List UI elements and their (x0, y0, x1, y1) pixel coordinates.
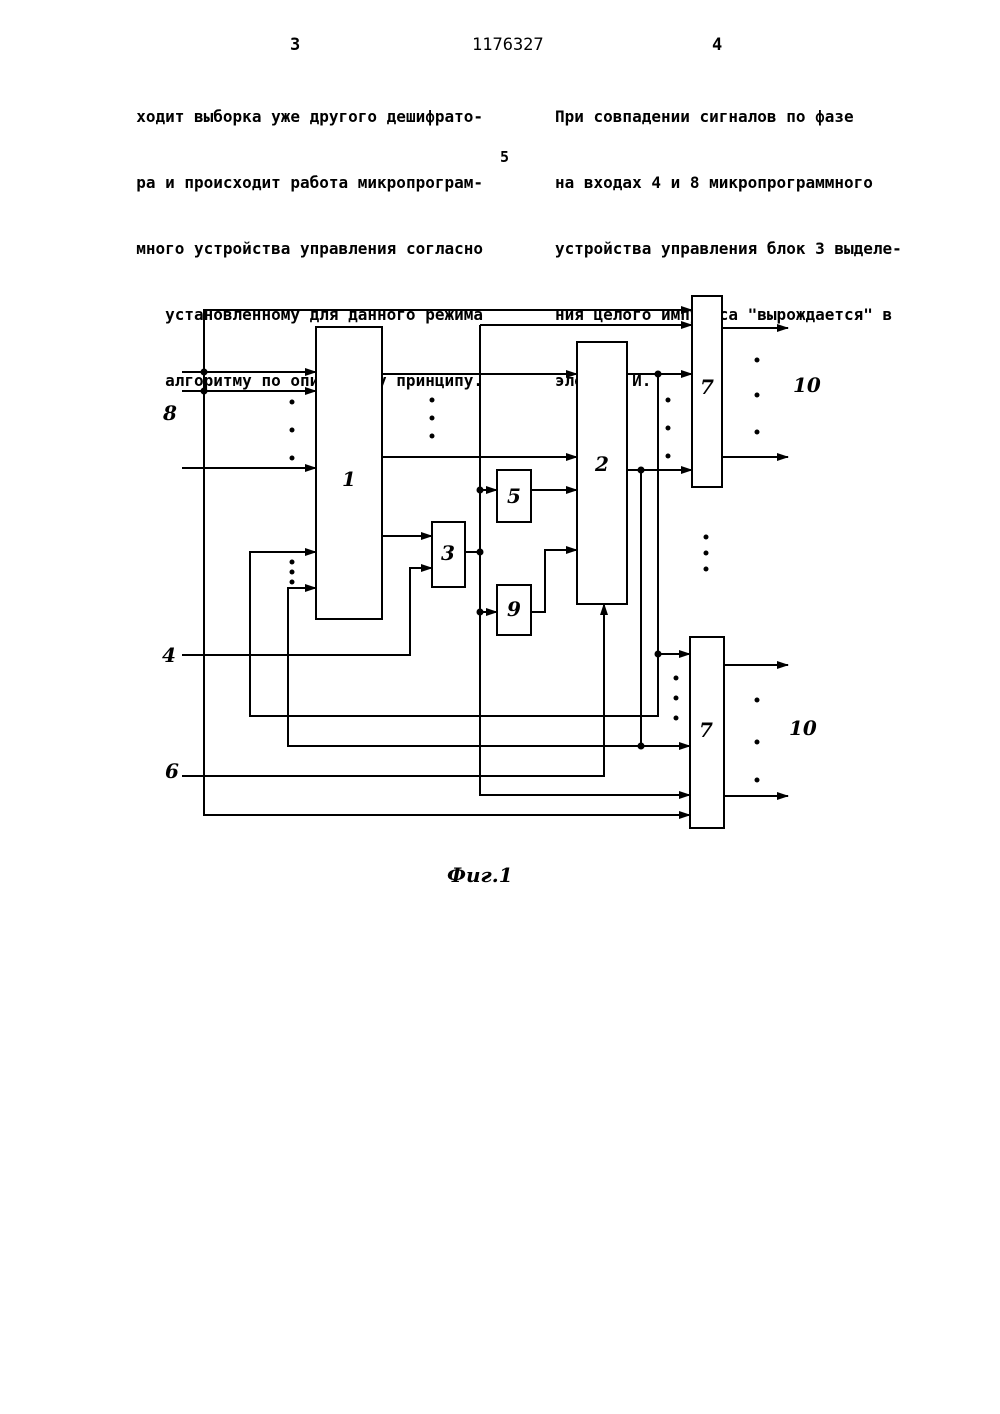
label-block-7-top: 7 (700, 375, 714, 399)
wire (182, 568, 432, 655)
label-block-7-bottom: 7 (699, 718, 713, 742)
wire (531, 550, 577, 612)
label-input-6: 6 (165, 759, 179, 783)
label-block-3: 3 (441, 541, 455, 565)
label-output-10-top: 10 (793, 373, 821, 397)
label-input-4: 4 (162, 643, 176, 667)
label-block-5: 5 (507, 484, 521, 508)
label-block-2: 2 (594, 452, 609, 476)
label-block-1: 1 (342, 467, 356, 491)
figure-caption: Фиг.1 (447, 863, 513, 887)
label-input-8: 8 (162, 401, 177, 425)
label-output-10-bottom: 10 (789, 716, 817, 740)
wire (182, 604, 604, 776)
label-block-9: 9 (507, 597, 521, 621)
